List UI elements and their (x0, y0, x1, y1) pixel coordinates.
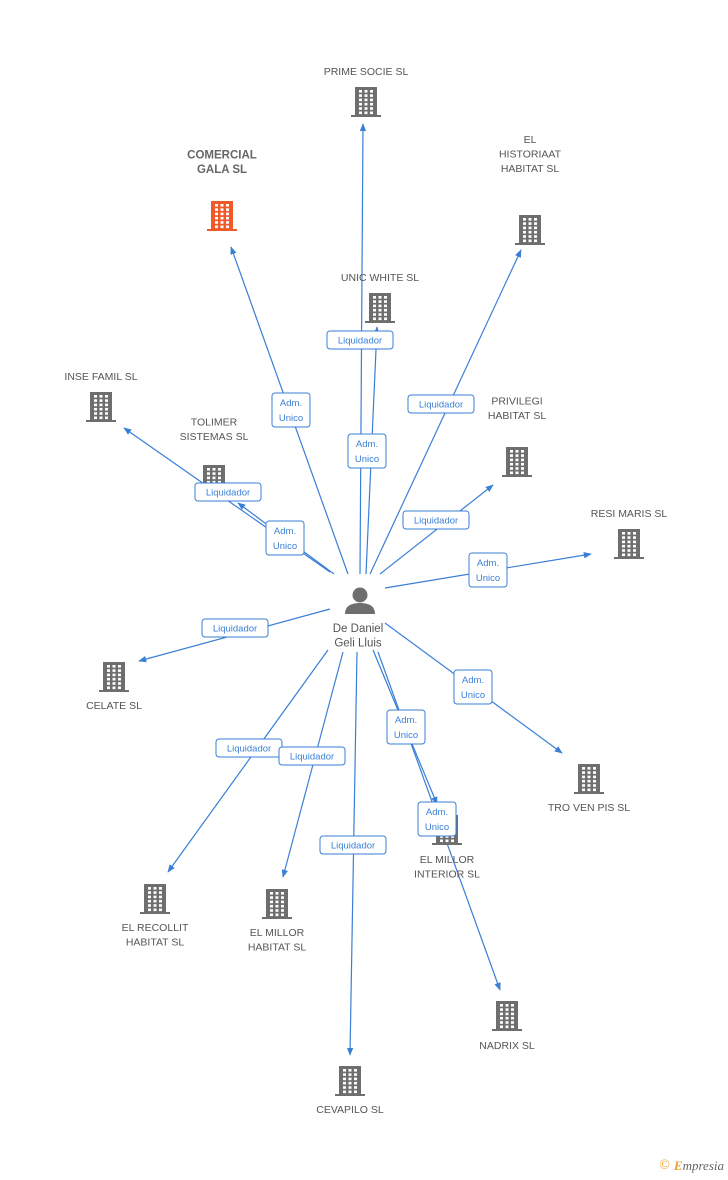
company-node-nadrix[interactable]: NADRIX SL (479, 1001, 535, 1052)
role-label-text: Adm. (280, 398, 302, 409)
company-label: TOLIMER (191, 417, 238, 429)
company-node-millorhab[interactable]: EL MILLOR HABITAT SL (248, 889, 307, 954)
role-label-prime: Liquidador (326, 330, 394, 350)
role-label-inse: Liquidador (194, 482, 262, 502)
building-icon (262, 889, 292, 919)
role-label-troven: Adm. Unico (453, 669, 493, 705)
role-label-text: Liquidador (206, 488, 250, 499)
role-label-text: Unico (461, 690, 485, 701)
person-icon (345, 587, 375, 614)
company-label: PRIVILEGI (491, 396, 542, 408)
company-label: UNIC WHITE SL (341, 272, 419, 284)
role-label-text: Unico (394, 730, 418, 741)
company-node-historiaat[interactable]: EL HISTORIAAT HABITAT SL (499, 134, 562, 245)
company-node-resi[interactable]: RESI MARIS SL (591, 508, 668, 559)
company-label: GALA SL (197, 164, 247, 176)
brand-logo: Empresia (673, 1158, 724, 1173)
role-label-text: Unico (425, 822, 449, 833)
company-label: SISTEMAS SL (180, 431, 249, 443)
edge-recollit (167, 649, 329, 873)
role-label-text: Liquidador (290, 752, 334, 763)
company-node-inse[interactable]: INSE FAMIL SL (64, 371, 138, 422)
company-label: CEVAPILO SL (316, 1104, 384, 1116)
building-icon (335, 1066, 365, 1096)
company-node-privilegi[interactable]: PRIVILEGI HABITAT SL (488, 396, 547, 478)
company-label: HABITAT SL (501, 163, 560, 175)
company-label: HABITAT SL (126, 937, 185, 949)
role-label-text: Adm. (477, 558, 499, 569)
person-label: De Daniel (333, 623, 384, 635)
company-label: RESI MARIS SL (591, 508, 668, 520)
role-label-text: Liquidador (338, 336, 382, 347)
role-label-text: Liquidador (227, 744, 271, 755)
company-label: EL (524, 134, 537, 146)
building-icon (515, 215, 545, 245)
company-node-cevapilo[interactable]: CEVAPILO SL (316, 1066, 384, 1116)
building-icon (86, 392, 116, 422)
role-label-text: Adm. (462, 675, 484, 686)
role-label-text: Liquidador (213, 624, 257, 635)
company-node-celate[interactable]: CELATE SL (86, 662, 142, 712)
company-node-recollit[interactable]: EL RECOLLIT HABITAT SL (122, 884, 189, 949)
role-label-text: Adm. (274, 526, 296, 537)
person-label: Geli Lluis (334, 638, 382, 650)
role-label-tolimer: Adm. Unico (265, 520, 305, 556)
company-node-troven[interactable]: TRO VEN PIS SL (548, 764, 630, 814)
role-label-nadrix: Adm. Unico (417, 801, 457, 837)
building-icon (351, 87, 381, 117)
building-icon (99, 662, 129, 692)
footer-brand: © Empresia (659, 1158, 724, 1174)
company-label: COMERCIAL (187, 150, 257, 162)
building-icon (614, 529, 644, 559)
building-icon (207, 201, 237, 231)
building-icon (365, 293, 395, 323)
role-label-cevapilo: Liquidador (319, 835, 387, 855)
company-label: TRO VEN PIS SL (548, 802, 630, 814)
role-label-unic: Adm. Unico (347, 433, 387, 469)
company-label: HABITAT SL (488, 410, 547, 422)
role-label-comercial: Adm. Unico (271, 392, 311, 428)
role-label-interior: Adm. Unico (386, 709, 426, 745)
role-label-text: Adm. (395, 715, 417, 726)
role-label-historiaat: Liquidador (407, 394, 475, 414)
company-label: CELATE SL (86, 700, 142, 712)
role-label-text: Adm. (356, 439, 378, 450)
company-node-comercial[interactable]: COMERCIAL GALA SL (187, 150, 257, 232)
company-label: NADRIX SL (479, 1040, 535, 1052)
role-label-privilegi: Liquidador (402, 510, 470, 530)
company-node-unic[interactable]: UNIC WHITE SL (341, 272, 419, 323)
company-label: EL RECOLLIT (122, 922, 189, 934)
building-icon (574, 764, 604, 794)
copyright-symbol: © (659, 1158, 670, 1173)
company-node-prime[interactable]: PRIME SOCIE SL (324, 66, 409, 117)
role-label-resi: Adm. Unico (468, 552, 508, 588)
role-label-text: Adm. (426, 807, 448, 818)
role-label-text: Liquidador (331, 841, 375, 852)
role-label-recollit: Liquidador (215, 738, 283, 758)
company-label: INTERIOR SL (414, 869, 480, 881)
role-label-text: Unico (476, 573, 500, 584)
company-label: EL MILLOR (250, 927, 305, 939)
company-label: HABITAT SL (248, 942, 307, 954)
company-label: INSE FAMIL SL (64, 371, 137, 383)
role-label-text: Liquidador (414, 516, 458, 527)
building-icon (502, 447, 532, 477)
role-label-text: Unico (355, 454, 379, 465)
role-label-celate: Liquidador (201, 618, 269, 638)
company-label: HISTORIAAT (499, 149, 562, 161)
company-label: PRIME SOCIE SL (324, 66, 409, 78)
building-icon (140, 884, 170, 914)
role-label-millorhab: Liquidador (278, 746, 346, 766)
role-label-text: Liquidador (419, 400, 463, 411)
company-label: EL MILLOR (420, 854, 475, 866)
role-label-text: Unico (279, 413, 303, 424)
role-label-text: Unico (273, 541, 297, 552)
building-icon (492, 1001, 522, 1031)
